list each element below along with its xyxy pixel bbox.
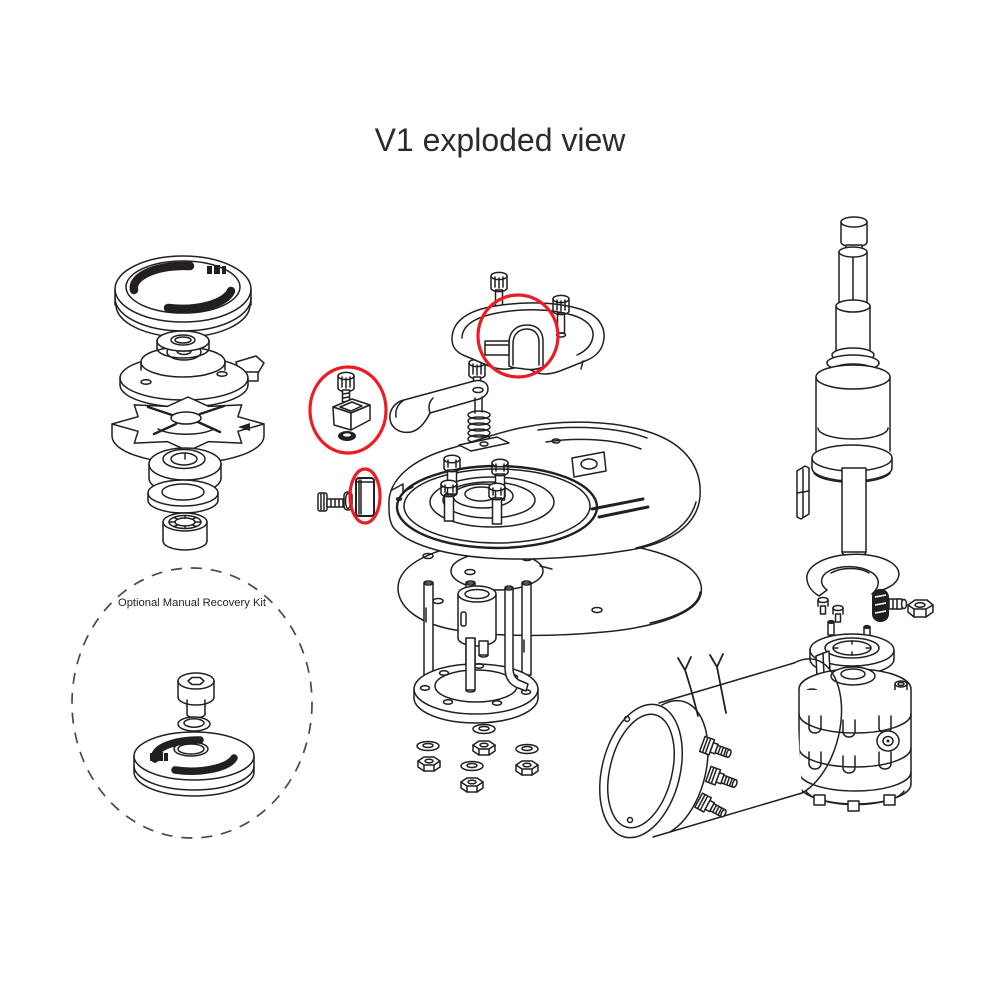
washer <box>416 740 440 752</box>
part-motor <box>598 653 843 839</box>
highlight-ellipse-clutch-key <box>348 467 382 525</box>
recovery-kit-label: Optional Manual Recovery Kit <box>118 597 267 609</box>
part-clamp-yoke <box>806 553 934 623</box>
washer <box>515 743 539 755</box>
part-washers-and-nuts <box>416 723 539 793</box>
recovery-kit-boundary <box>71 567 313 839</box>
recovery-kit-cap <box>133 731 255 797</box>
hex-nut <box>417 756 441 772</box>
brand-emblem-icon <box>150 752 168 761</box>
clamp-screw <box>817 596 829 615</box>
hex-nut <box>472 740 496 756</box>
clamp-screw <box>832 604 844 623</box>
page-title: V1 exploded view <box>374 122 626 158</box>
clutch-key <box>355 477 375 517</box>
part-flat-washer <box>147 479 219 514</box>
hex-nut <box>460 777 484 793</box>
seal-grommet <box>872 589 889 622</box>
part-drive-tube <box>457 585 497 658</box>
part-drive-key-pin <box>796 465 810 520</box>
motor-terminal <box>704 765 738 789</box>
key-screw <box>317 492 344 512</box>
part-center-rod-tip <box>465 637 476 693</box>
part-bent-rod <box>504 585 529 692</box>
pawl-block <box>332 398 371 431</box>
washer <box>460 760 484 772</box>
deck-studs <box>440 454 509 525</box>
part-key-kit <box>317 477 375 517</box>
part-lock-nut <box>162 512 208 551</box>
motor-wires <box>677 653 727 717</box>
clamp-bolt <box>888 598 908 610</box>
part-cover-screw-1 <box>490 271 508 312</box>
part-cone-washer <box>148 447 222 495</box>
recovery-kit-oring <box>177 716 211 732</box>
part-gypsy-chainwheel <box>111 396 265 464</box>
optional-recovery-kit: Optional Manual Recovery Kit <box>71 567 313 839</box>
part-deck-flange <box>413 663 539 724</box>
arm-spring <box>467 410 491 444</box>
highlight-ellipse-pawl-kit <box>308 365 388 455</box>
highlight-ellipse-chainpipe-opening <box>476 293 560 379</box>
brand-emblem-icon <box>207 265 226 274</box>
washer <box>472 723 496 735</box>
part-top-cap <box>114 255 252 338</box>
motor-terminal <box>694 792 727 818</box>
part-main-shaft <box>811 216 893 558</box>
part-base-housing <box>388 421 701 560</box>
clamp-hex-nut <box>907 599 934 618</box>
part-gearbox <box>798 650 912 812</box>
part-drive-cap <box>119 330 265 408</box>
motor-terminal <box>698 735 732 759</box>
pawl-oring <box>338 431 356 441</box>
hex-nut <box>515 760 539 776</box>
recovery-kit-screw <box>177 672 215 719</box>
part-pawl-kit <box>332 371 371 441</box>
